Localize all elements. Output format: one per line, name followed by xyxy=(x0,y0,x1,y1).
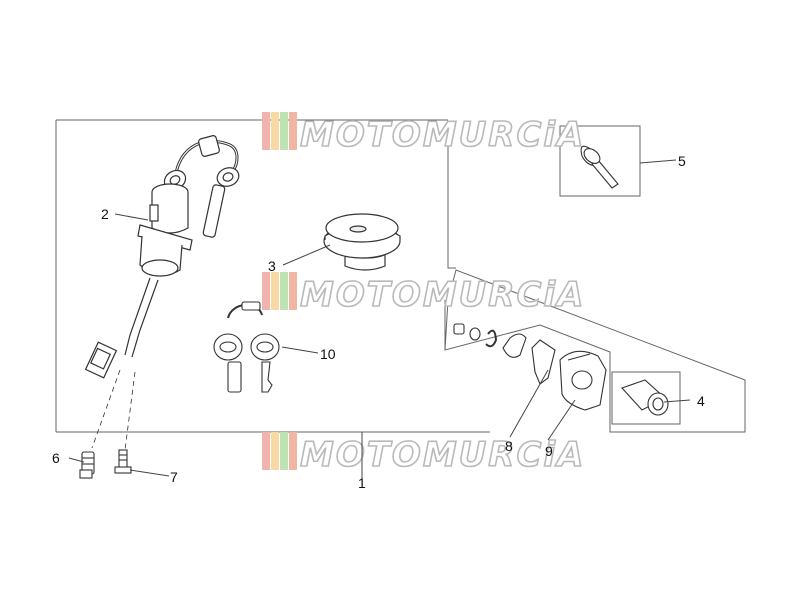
watermark-text: MOTOMURCiA xyxy=(300,275,585,315)
watermark-text: MOTOMURCiA xyxy=(300,435,585,475)
watermark-top: MOTOMURCiA xyxy=(262,112,585,156)
lock-barrel-frame xyxy=(611,371,681,425)
callout-7: 7 xyxy=(170,469,178,485)
seat-lock-frame xyxy=(444,269,746,433)
fuel-cap-part xyxy=(323,213,401,271)
watermark-bottom: MOTOMURCiA xyxy=(262,432,585,476)
callout-9: 9 xyxy=(545,443,553,459)
kit-frame xyxy=(447,140,456,269)
callout-3: 3 xyxy=(268,258,276,274)
callout-8: 8 xyxy=(505,438,513,454)
key-set-part xyxy=(213,301,280,393)
watermark-middle: MOTOMURCiA xyxy=(262,272,585,316)
callout-labels: 1 2 3 4 5 6 7 8 9 10 xyxy=(52,153,705,491)
callout-2: 2 xyxy=(101,206,109,222)
key-frame xyxy=(559,125,641,197)
callout-10: 10 xyxy=(320,346,336,362)
callout-1: 1 xyxy=(358,475,366,491)
callout-6: 6 xyxy=(52,450,60,466)
screws-part xyxy=(79,449,132,479)
key-part xyxy=(580,145,619,189)
leader-lines xyxy=(68,159,691,482)
watermark-text: MOTOMURCiA xyxy=(300,115,585,155)
assembly-frames xyxy=(55,119,746,433)
ignition-switch-part xyxy=(84,135,240,451)
callout-5: 5 xyxy=(678,153,686,169)
seat-lock-parts xyxy=(453,323,669,416)
callout-4: 4 xyxy=(697,393,705,409)
